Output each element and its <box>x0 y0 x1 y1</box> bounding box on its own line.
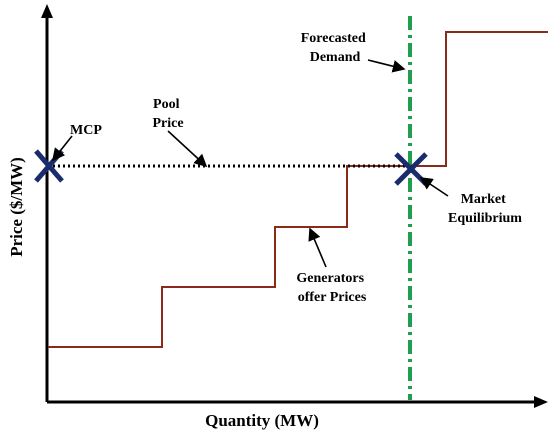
generators-offer-label: Generators offer Prices <box>296 271 367 305</box>
x-axis-arrowhead <box>534 396 548 408</box>
y-axis-arrowhead <box>41 4 53 18</box>
market-equilibrium-label: Market Equilibrium <box>448 192 522 226</box>
supply-step-curve <box>48 31 548 348</box>
forecasted-demand-arrow <box>367 59 406 73</box>
pool-price-label: Pool Price <box>152 97 183 131</box>
forecasted-demand-label: Forecasted Demand <box>301 31 370 65</box>
mcp-arrow <box>52 135 73 162</box>
y-axis-label: Price ($/MW) <box>7 157 26 257</box>
market-equilibrium-arrow <box>419 177 449 197</box>
mcp-label: MCP <box>70 123 102 138</box>
pool-price-arrow <box>167 130 208 168</box>
generators-offer-arrow <box>308 227 327 268</box>
x-axis-label: Quantity (MW) <box>205 411 319 430</box>
